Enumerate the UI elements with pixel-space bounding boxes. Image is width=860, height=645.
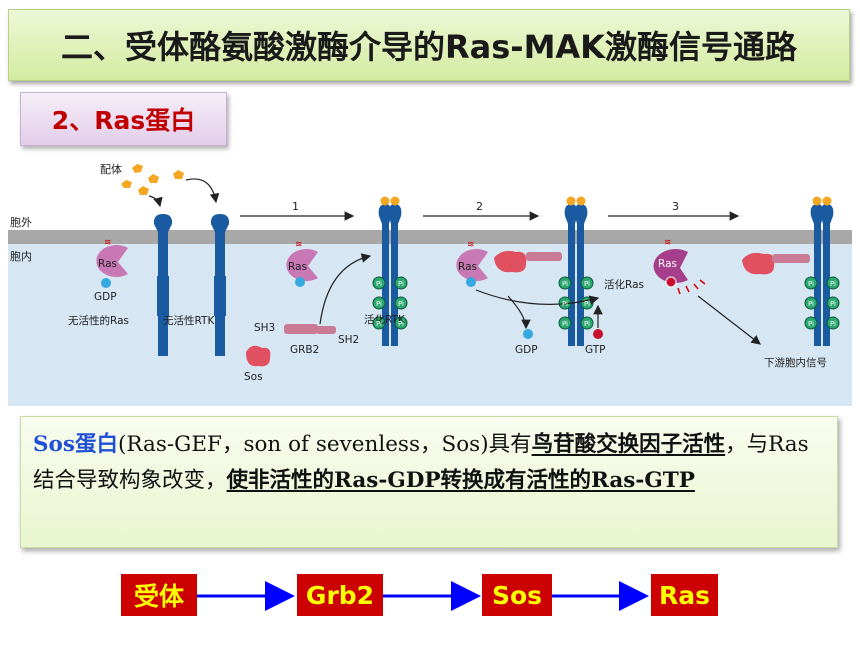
phosphate-label: Pi [584, 300, 590, 308]
released-gdp-label: GDP [515, 344, 538, 356]
inactive-ras: Ras GDP ≋ [94, 238, 128, 303]
grb2-adaptor: SH3 SH2 GRB2 [254, 322, 359, 356]
svg-text:≋: ≋ [104, 238, 112, 248]
flow-step-sos: Sos [482, 574, 552, 616]
ligand-molecules [121, 164, 184, 195]
phosphate-label: Pi [830, 280, 836, 288]
phosphate-label: Pi [584, 320, 590, 328]
title-banner: 二、受体酪氨酸激酶介导的Ras-MAK激酶信号通路 [8, 9, 850, 81]
description-box: Sos蛋白(Ras-GEF，son of sevenless，Sos)具有鸟苷酸… [20, 416, 838, 548]
phosphate-label: Pi [830, 320, 836, 328]
step-3-label: 3 [672, 200, 679, 213]
svg-text:≋: ≋ [664, 238, 672, 248]
sos-protein-term: Sos蛋白 [33, 432, 118, 457]
intracellular-label: 胞内 [10, 249, 32, 263]
active-rtk-label: 活化RTK [364, 313, 406, 326]
phosphate-label: Pi [808, 280, 814, 288]
downstream-arrow [697, 295, 761, 345]
svg-text:Ras: Ras [288, 261, 307, 273]
svg-text:Ras: Ras [458, 261, 477, 273]
sos-label: Sos [244, 371, 263, 383]
phosphate-label: Pi [808, 320, 814, 328]
phosphate-label: Pi [584, 280, 590, 288]
phosphate-label: Pi [830, 300, 836, 308]
exchange-arrow [475, 289, 600, 305]
flow-step-grb2: Grb2 [297, 574, 383, 616]
flow-step-ras: Ras [651, 574, 718, 616]
gtp-label: GTP [585, 344, 606, 356]
phosphate-label: Pi [398, 320, 404, 328]
sh3-label: SH3 [254, 322, 275, 334]
extracellular-label: 胞外 [10, 216, 32, 229]
gef-activity-term: 鸟苷酸交换因子活性 [531, 432, 726, 457]
phosphate-label: Pi [562, 300, 568, 308]
inactive-ras-label: 无活性的Ras [68, 314, 129, 327]
phosphate-label: Pi [376, 320, 382, 328]
conversion-term: 使非活性的Ras-GDP转换成有活性的Ras-GTP [226, 468, 695, 493]
gdp-release-arrow [507, 295, 531, 330]
subtitle-box: 2、Ras蛋白 [20, 92, 227, 146]
flow-step-receptor: 受体 [121, 574, 197, 616]
ras-sos-complex: Ras ≋ [456, 240, 562, 287]
svg-text:≋: ≋ [295, 240, 303, 250]
section-subtitle: 2、Ras蛋白 [51, 106, 196, 135]
phosphate-label: Pi [376, 280, 382, 288]
phosphate-label: Pi [376, 300, 382, 308]
sh2-label: SH2 [338, 334, 359, 346]
description-part-1: (Ras-GEF，son of sevenless，Sos)具有 [117, 432, 532, 457]
phosphate-label: Pi [808, 300, 814, 308]
sos-grb2-bound [742, 252, 810, 275]
released-gdp [523, 329, 533, 339]
active-ras-label: 活化Ras [604, 278, 644, 291]
sos-protein: Sos [244, 345, 271, 383]
grb2-label: GRB2 [290, 344, 319, 356]
cytoplasm-region [8, 230, 852, 406]
downstream-label: 下游胞内信号 [764, 356, 827, 369]
gdp-label: GDP [94, 291, 117, 303]
svg-text:Ras: Ras [98, 258, 117, 270]
description-part-2: ，与Ras结合导致构象改变， [33, 432, 809, 493]
page-title: 二、受体酪氨酸激酶介导的Ras-MAK激酶信号通路 [61, 28, 797, 66]
ligand-binding-arrow-2 [148, 195, 163, 208]
ligand-label: 配体 [100, 162, 122, 176]
step-1-label: 1 [292, 200, 299, 213]
svg-text:≋: ≋ [467, 240, 475, 250]
phosphate-label: Pi [398, 300, 404, 308]
inactive-rtk-label: 无活性RTK [163, 314, 215, 327]
inactive-ras-2: Ras ≋ [286, 240, 318, 287]
phosphate-label: Pi [562, 320, 568, 328]
gtp-molecule [593, 329, 603, 339]
grb2-recruit-arrow [319, 253, 372, 325]
step-2-label: 2 [476, 200, 483, 213]
phosphate-label: Pi [398, 280, 404, 288]
ligand-binding-arrow [185, 178, 220, 204]
phosphate-label: Pi [562, 280, 568, 288]
svg-text:Ras: Ras [658, 258, 677, 270]
ras-signaling-diagram: 胞外 胞内 配体 无活性RTK Ras GDP ≋ 无活性的Ras 1 2 3 … [8, 162, 852, 406]
active-ras: Ras ≋ [653, 238, 706, 295]
